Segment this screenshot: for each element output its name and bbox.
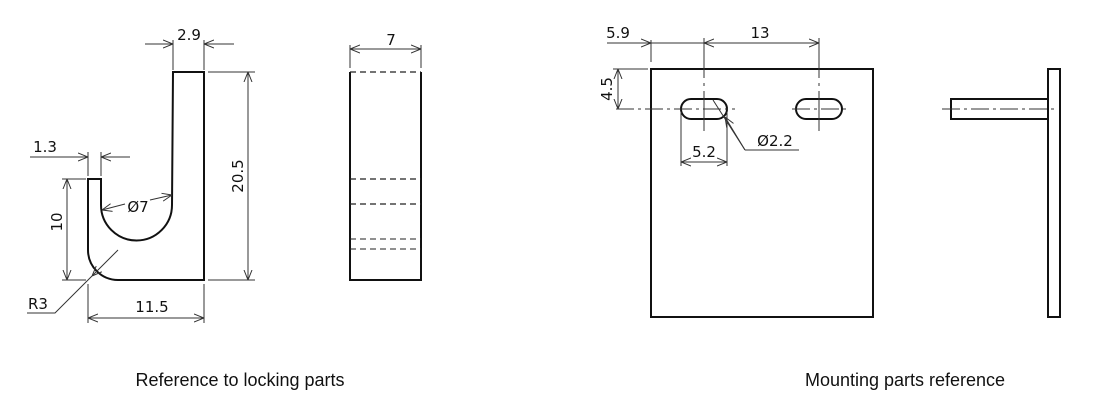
dim-slot-diameter: Ø2.2 bbox=[757, 132, 793, 150]
hook-front-view: 2.9 20.5 1.3 10 Ø7 R3 11.5 bbox=[27, 26, 255, 323]
dim-top-width: 2.9 bbox=[177, 26, 201, 44]
locking-parts-caption: Reference to locking parts bbox=[135, 370, 345, 390]
dim-side-width: 7 bbox=[386, 31, 396, 49]
dim-slot-spacing: 13 bbox=[750, 24, 769, 42]
dim-corner-radius: R3 bbox=[28, 295, 48, 313]
mounting-plate-front-view: 5.9 13 4.5 5.2 Ø2.2 bbox=[598, 24, 874, 318]
dim-hook-diameter: Ø7 bbox=[127, 198, 148, 216]
dim-slot-offset-top: 4.5 bbox=[598, 77, 616, 101]
dim-lip-height: 10 bbox=[48, 212, 66, 231]
dim-base-width: 11.5 bbox=[135, 298, 168, 316]
mounting-plate-side-view bbox=[942, 68, 1061, 318]
dim-edge-offset: 5.9 bbox=[606, 24, 630, 42]
dim-lip-width: 1.3 bbox=[33, 138, 57, 156]
dim-slot-length: 5.2 bbox=[692, 143, 716, 161]
mounting-parts-caption: Mounting parts reference bbox=[804, 370, 1006, 390]
hook-side-view: 7 bbox=[349, 31, 422, 281]
dim-height: 20.5 bbox=[229, 159, 247, 192]
